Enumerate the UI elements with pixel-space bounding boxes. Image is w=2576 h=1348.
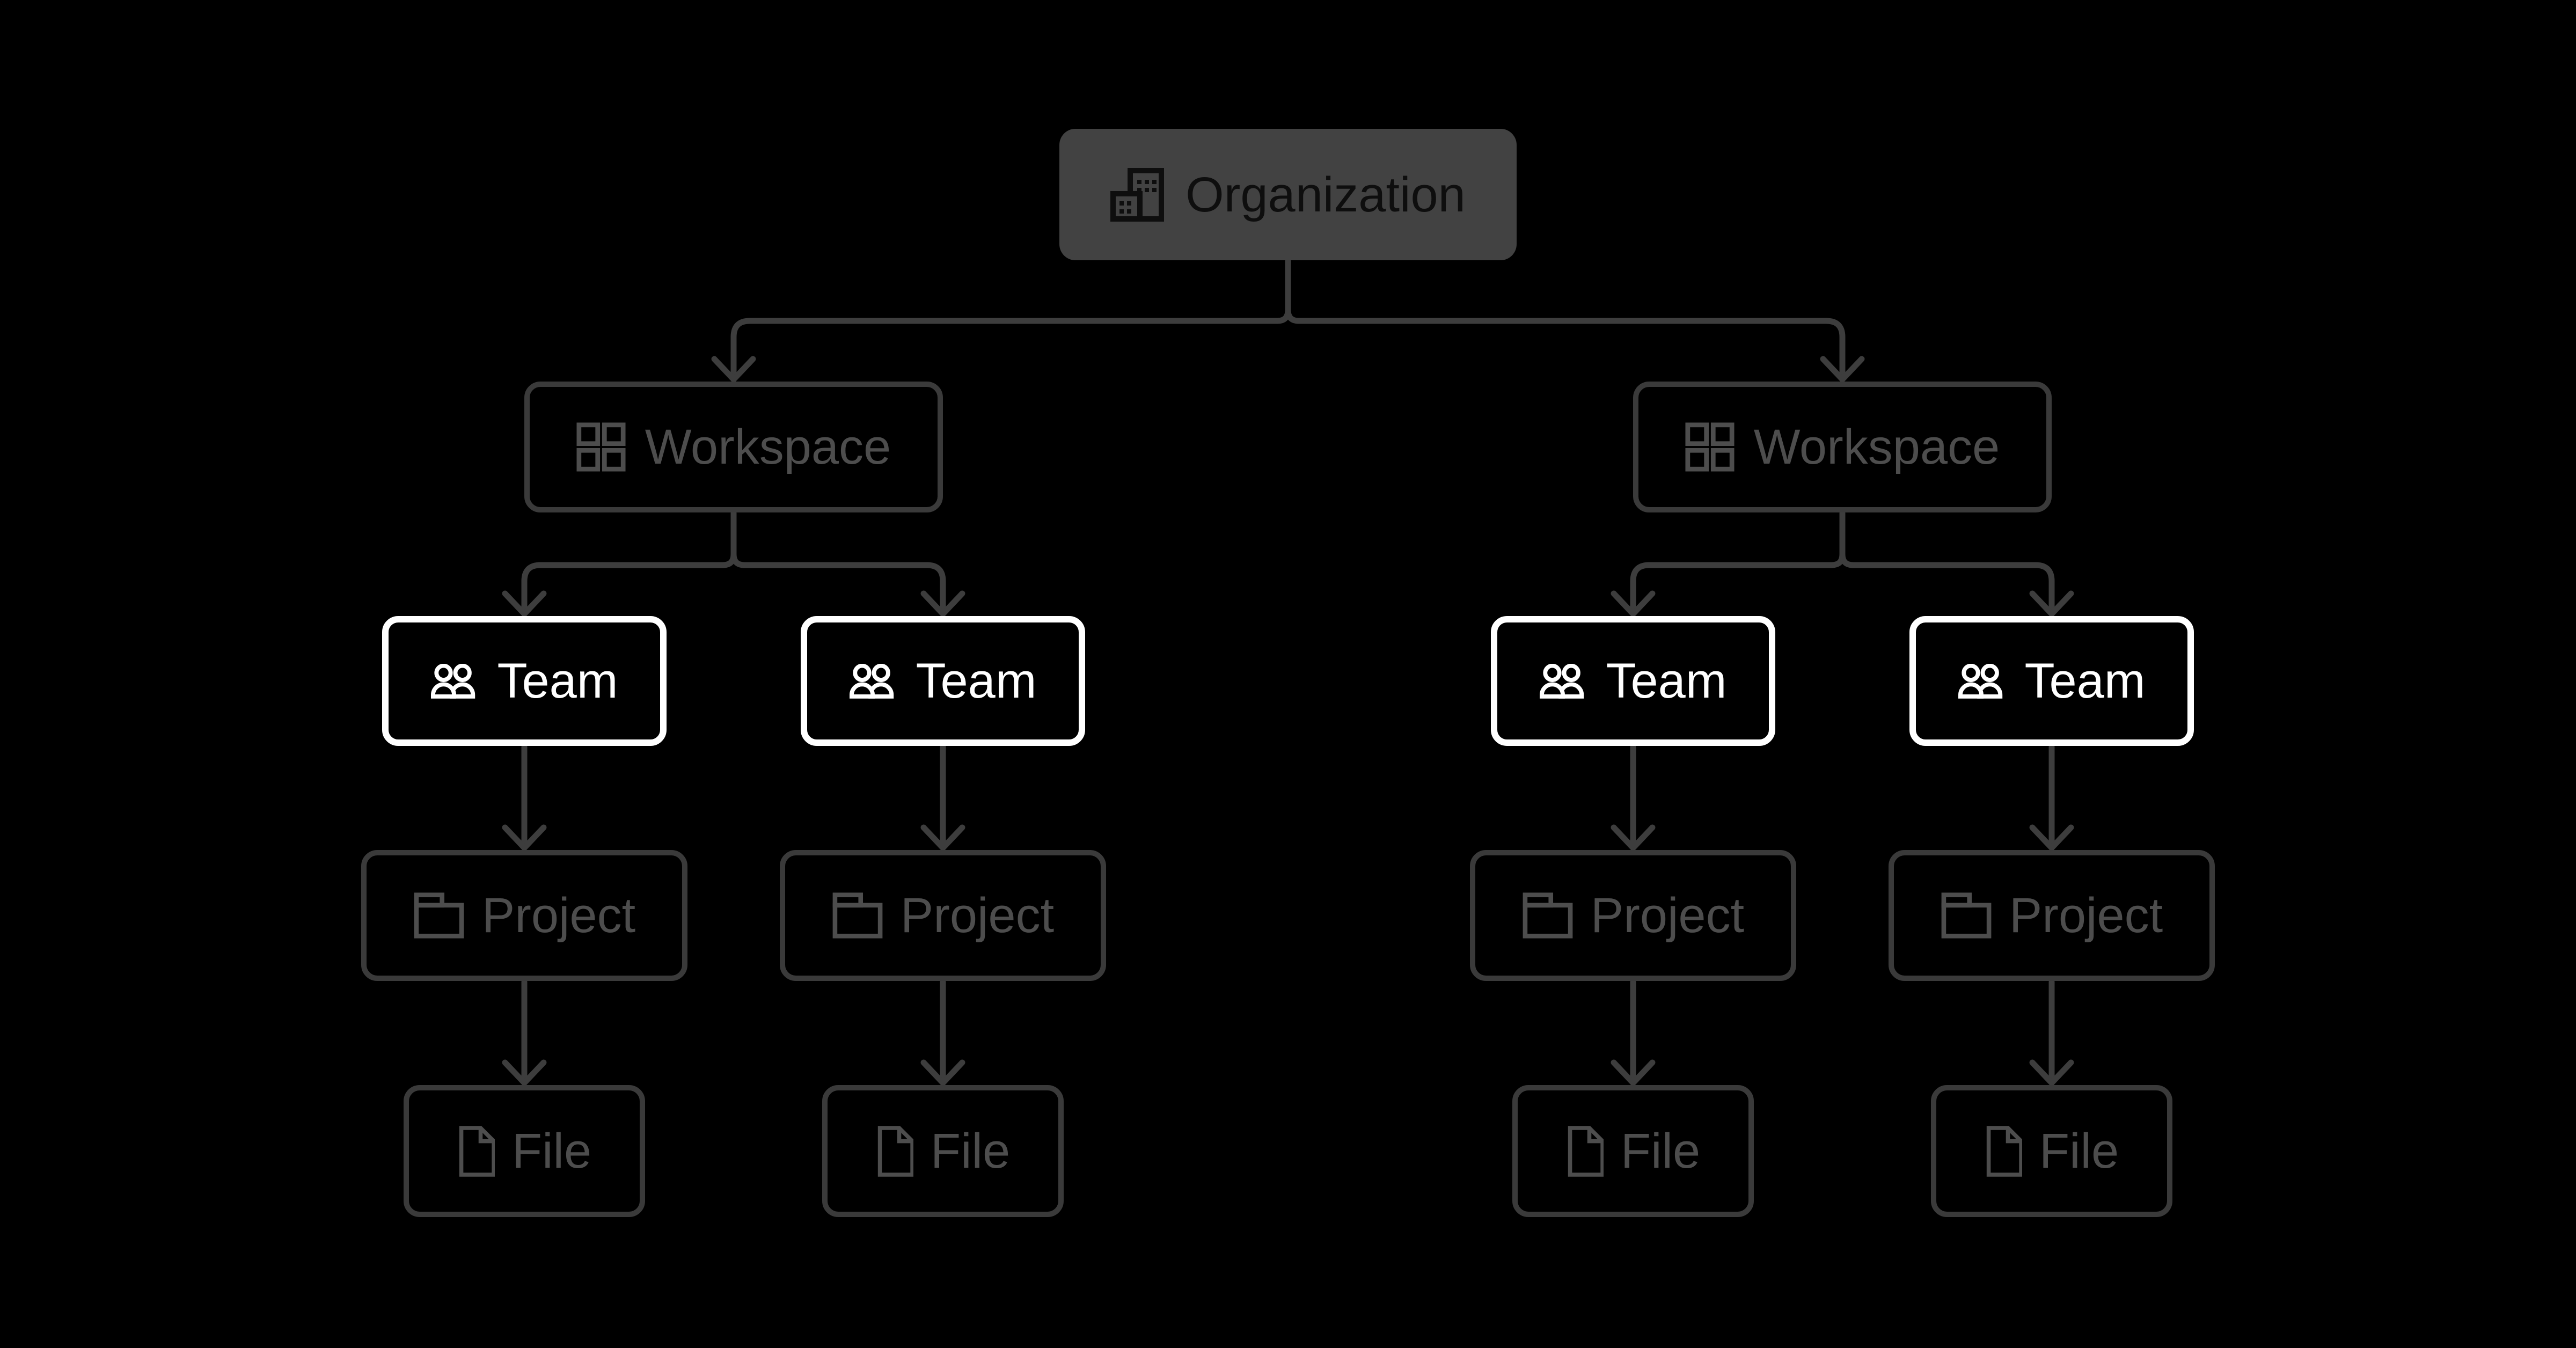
node-project-3: Project	[1470, 850, 1796, 981]
node-project-1: Project	[361, 850, 687, 981]
arrowhead-icon	[502, 590, 547, 617]
file-icon	[459, 1125, 495, 1177]
folder-icon	[414, 892, 464, 939]
connector-workspace-1-team-2	[730, 510, 946, 617]
node-label: Workspace	[1753, 420, 2000, 474]
node-label: Project	[900, 888, 1055, 943]
users-icon	[1958, 663, 2002, 699]
connector-workspace-1-team-1	[521, 510, 737, 617]
arrowhead-icon	[502, 824, 547, 851]
file-icon	[877, 1125, 913, 1177]
node-label: Project	[2009, 888, 2163, 943]
grid-icon	[1685, 422, 1735, 472]
connector-organization-workspace-1	[730, 258, 1291, 383]
node-label: File	[2039, 1124, 2119, 1178]
node-project-2: Project	[780, 850, 1106, 981]
node-workspace-2: Workspace	[1633, 382, 2052, 512]
node-file-1: File	[404, 1085, 645, 1217]
arrowhead-icon	[2029, 1059, 2074, 1086]
file-icon	[1986, 1125, 2022, 1177]
users-icon	[430, 663, 475, 699]
arrowhead-icon	[711, 356, 756, 383]
node-label: Team	[916, 654, 1037, 708]
users-icon	[1539, 663, 1584, 699]
folder-icon	[1941, 892, 1992, 939]
arrowhead-icon	[2029, 590, 2074, 617]
node-label: Team	[2024, 654, 2146, 708]
node-project-4: Project	[1889, 850, 2215, 981]
node-label: Project	[481, 888, 636, 943]
node-organization: Organization	[1059, 129, 1517, 260]
folder-icon	[832, 892, 883, 939]
users-icon	[849, 663, 894, 699]
arrowhead-icon	[1611, 590, 1656, 617]
grid-icon	[576, 422, 626, 472]
folder-icon	[1523, 892, 1573, 939]
node-file-3: File	[1512, 1085, 1754, 1217]
arrowhead-icon	[1820, 356, 1865, 383]
node-label: File	[511, 1124, 592, 1178]
node-team-1: Team	[382, 616, 667, 746]
arrowhead-icon	[920, 824, 965, 851]
node-file-4: File	[1931, 1085, 2172, 1217]
node-label: Workspace	[645, 420, 891, 474]
connector-organization-workspace-2	[1285, 258, 1846, 383]
node-team-2: Team	[801, 616, 1085, 746]
arrowhead-icon	[2029, 824, 2074, 851]
connector-workspace-2-team-3	[1630, 510, 1846, 617]
node-file-2: File	[822, 1085, 1064, 1217]
node-label: Organization	[1185, 167, 1466, 222]
node-label: Team	[1606, 654, 1727, 708]
arrowhead-icon	[502, 1059, 547, 1086]
node-label: Project	[1590, 888, 1745, 943]
arrowhead-icon	[920, 590, 965, 617]
node-team-3: Team	[1491, 616, 1775, 746]
connector-workspace-2-team-4	[1839, 510, 2055, 617]
node-label: File	[1620, 1124, 1701, 1178]
node-label: File	[930, 1124, 1011, 1178]
arrowhead-icon	[1611, 824, 1656, 851]
node-workspace-1: Workspace	[524, 382, 943, 512]
arrowhead-icon	[1611, 1059, 1656, 1086]
node-label: Team	[497, 654, 618, 708]
file-icon	[1568, 1125, 1604, 1177]
building-icon	[1110, 167, 1165, 222]
arrowhead-icon	[920, 1059, 965, 1086]
node-team-4: Team	[1909, 616, 2194, 746]
